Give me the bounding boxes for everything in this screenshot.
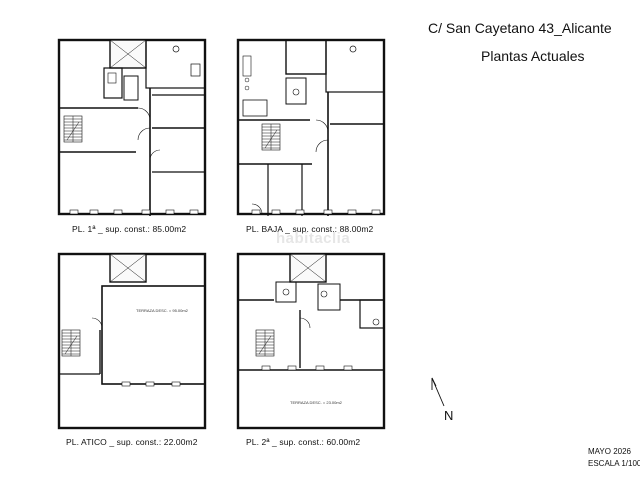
plan-first-floor [57,38,207,216]
plan-attic-floor: TERRAZA DESC. = 95.00m2 [57,252,207,430]
caption-attic-floor: PL. ATICO _ sup. const.: 22.00m2 [66,437,198,447]
caption-ground-floor: PL. BAJA _ sup. const.: 88.00m2 [246,224,374,234]
watermark: habitaclia [276,230,351,247]
caption-first-floor: PL. 1ª _ sup. const.: 85.00m2 [72,224,187,234]
plan-second-floor: TERRAZA DESC. = 23.00m2 [236,252,386,430]
sheet-scale: ESCALA 1/100 [588,459,640,468]
north-arrow-icon [431,377,445,407]
attic-terrace-label: TERRAZA DESC. = 95.00m2 [136,308,189,313]
caption-second-floor: PL. 2ª _ sup. const.: 60.00m2 [246,437,361,447]
second-terrace-label: TERRAZA DESC. = 23.00m2 [290,400,343,405]
sheet-subtitle: Plantas Actuales [481,48,585,64]
sheet-date: MAYO 2026 [588,447,631,456]
north-label: N [444,408,454,423]
address-title: C/ San Cayetano 43_Alicante [428,20,612,36]
plan-ground-floor [236,38,386,216]
